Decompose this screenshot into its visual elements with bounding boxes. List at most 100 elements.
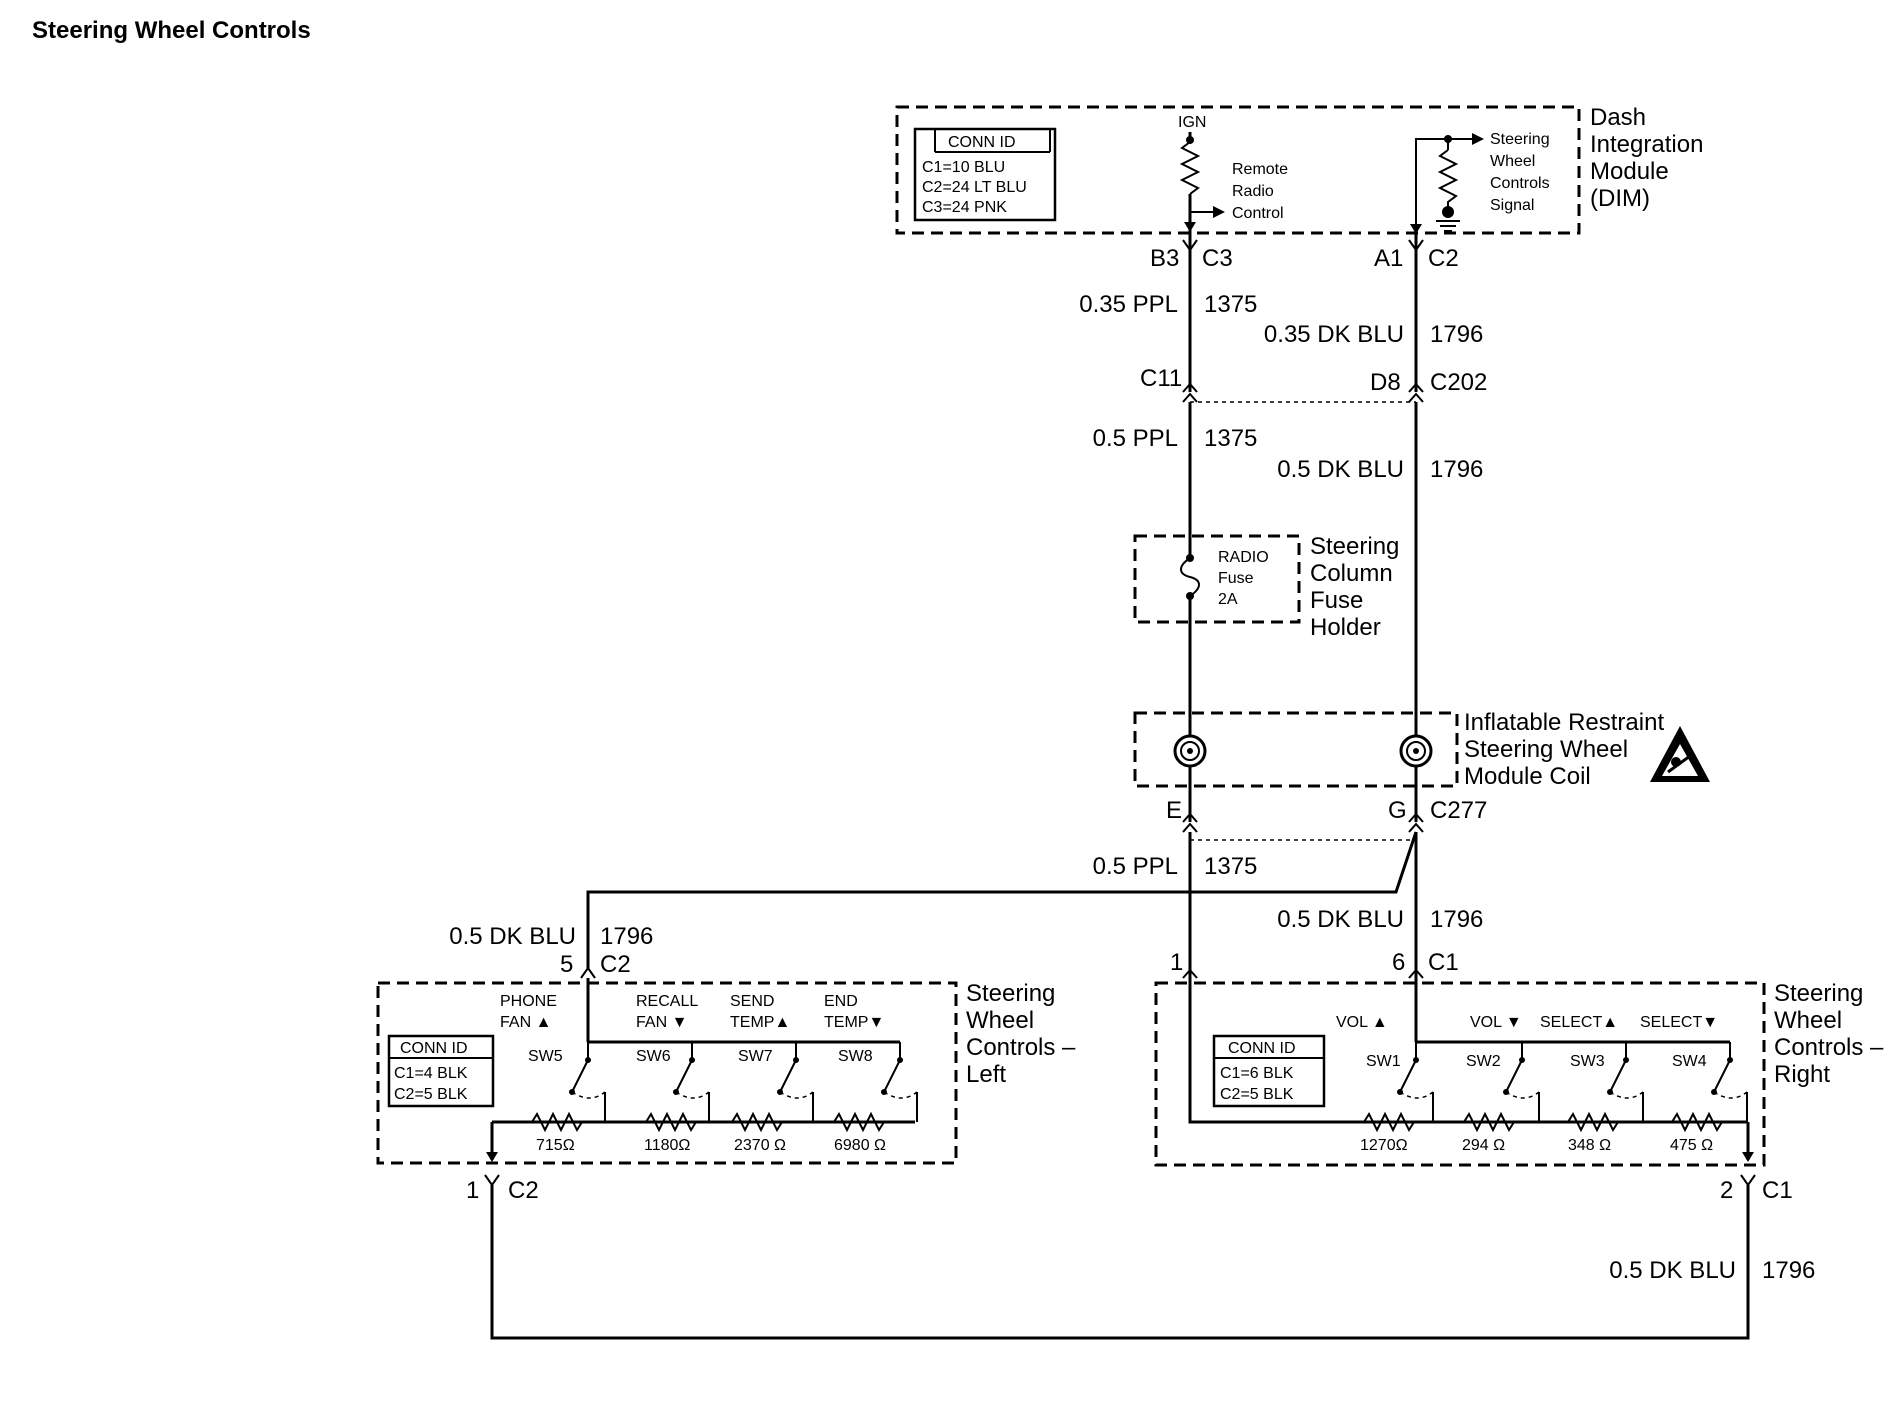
connector-c277-symbol <box>1182 812 1424 841</box>
ground-icon <box>1436 220 1460 232</box>
dim-label-1: Dash <box>1590 104 1646 131</box>
wire-label-w1-circuit: 1375 <box>1204 291 1257 318</box>
remote-arrow-head <box>1213 206 1225 218</box>
remote-down-arrow <box>1184 222 1196 232</box>
left-switch-label-2b: FAN ▼ <box>636 1014 687 1031</box>
coil-spiral-right-icon <box>1399 734 1433 768</box>
connector-right-bottom-symbol <box>1740 1174 1756 1187</box>
right-module-label-2: Wheel <box>1774 1007 1842 1034</box>
right-switch-sw4: SW4 <box>1672 1053 1707 1070</box>
remote-label-3: Control <box>1232 205 1284 222</box>
left-conn-id-header: CONN ID <box>400 1040 468 1057</box>
fuse-holder-label-4: Holder <box>1310 614 1381 641</box>
bottom-loop-wire <box>490 1185 1750 1340</box>
right-resistor-4: 475 Ω <box>1670 1137 1713 1154</box>
remote-resistor-symbol <box>1179 141 1201 195</box>
left-switch-sw5: SW5 <box>528 1048 563 1065</box>
switch-sw1 <box>1397 1042 1434 1122</box>
right-module-boundary <box>1154 981 1766 1167</box>
right-resistor-1: 1270Ω <box>1360 1137 1408 1154</box>
conn-right-bottom-c1: C1 <box>1762 1177 1793 1204</box>
fuse-label-radio: RADIO <box>1218 549 1269 566</box>
fuse-icon <box>1180 557 1200 597</box>
left-resistor-icons <box>531 1111 885 1133</box>
wire-label-w5-size: 0.5 PPL <box>1093 853 1178 880</box>
fuse-label-fuse: Fuse <box>1218 570 1254 587</box>
signal-label-1: Steering <box>1490 131 1550 148</box>
remote-label-2: Radio <box>1232 183 1274 200</box>
right-switch-label-4: SELECT▼ <box>1640 1014 1718 1031</box>
conn-right-pin1-label: 1 <box>1170 949 1183 976</box>
dim-conn-line-3: C3=24 PNK <box>922 199 1007 216</box>
right-resistor-3: 348 Ω <box>1568 1137 1611 1154</box>
left-conn-line-1: C1=4 BLK <box>394 1065 468 1082</box>
airbag-warning-icon <box>1650 726 1710 782</box>
ign-label: IGN <box>1178 114 1206 131</box>
switch-sw4 <box>1711 1042 1748 1122</box>
left-switch-label-2a: RECALL <box>636 993 698 1010</box>
conn-right-pin6-label: 6 <box>1392 949 1405 976</box>
wire-label-w7-circuit: 1796 <box>600 923 653 950</box>
coil-boundary <box>1133 711 1459 788</box>
wire-label-w8-size: 0.5 DK BLU <box>1609 1257 1736 1284</box>
conn-c202-label: C202 <box>1430 369 1487 396</box>
signal-resistor-symbol <box>1437 149 1459 210</box>
left-switch-label-4b: TEMP▼ <box>824 1014 884 1031</box>
left-resistor-4: 6980 Ω <box>834 1137 886 1154</box>
coil-label-2: Steering Wheel <box>1464 736 1628 763</box>
left-resistor-2: 1180Ω <box>644 1137 690 1154</box>
right-conn-line-2: C2=5 BLK <box>1220 1086 1294 1103</box>
left-resistor-3: 2370 Ω <box>734 1137 786 1154</box>
switch-sw6 <box>673 1042 710 1122</box>
wire-label-w1-size: 0.35 PPL <box>1079 291 1178 318</box>
conn-left-bottom-c2: C2 <box>508 1177 539 1204</box>
left-module-label-4: Left <box>966 1061 1006 1088</box>
right-switch-label-1: VOL ▲ <box>1336 1014 1388 1031</box>
conn-c11-label: C11 <box>1140 365 1182 392</box>
right-conn-line-1: C1=6 BLK <box>1220 1065 1294 1082</box>
conn-b3-label: B3 <box>1150 245 1179 272</box>
left-switch-sw8: SW8 <box>838 1048 873 1065</box>
connector-c202-symbol <box>1182 382 1424 403</box>
left-switch-sw6: SW6 <box>636 1048 671 1065</box>
connector-left-c2-symbol <box>580 966 596 979</box>
right-module-label-3: Controls – <box>1774 1034 1884 1061</box>
conn-c3-label: C3 <box>1202 245 1233 272</box>
conn-c277-label: C277 <box>1430 797 1487 824</box>
left-switch-label-3b: TEMP▲ <box>730 1014 790 1031</box>
right-module-label-1: Steering <box>1774 980 1863 1007</box>
dim-label-2: Integration <box>1590 131 1703 158</box>
switch-sw3 <box>1607 1042 1644 1122</box>
wire-label-w3-circuit: 1375 <box>1204 425 1257 452</box>
dim-conn-id-header: CONN ID <box>948 134 1016 151</box>
ground-dot <box>1442 206 1454 218</box>
fuse-holder-label-2: Column <box>1310 560 1393 587</box>
dim-module-boundary <box>895 105 1581 235</box>
conn-e-label: E <box>1166 797 1182 824</box>
wire-label-w4-circuit: 1796 <box>1430 456 1483 483</box>
remote-label-1: Remote <box>1232 161 1288 178</box>
connector-c3-symbol <box>1182 239 1198 252</box>
fuse-holder-label-3: Fuse <box>1310 587 1363 614</box>
wire-label-w6-size: 0.5 DK BLU <box>1277 906 1404 933</box>
right-resistor-2: 294 Ω <box>1462 1137 1505 1154</box>
switch-sw2 <box>1503 1042 1540 1122</box>
left-conn-id-box: CONN ID C1=4 BLK C2=5 BLK <box>387 1034 495 1108</box>
signal-arrow-head <box>1472 133 1484 145</box>
dim-label-3: Module <box>1590 158 1669 185</box>
right-pin1-wire <box>1188 978 1350 1124</box>
wire-label-w3-size: 0.5 PPL <box>1093 425 1178 452</box>
dim-conn-line-1: C1=10 BLU <box>922 159 1005 176</box>
left-resistor-1: 715Ω <box>536 1137 575 1154</box>
right-down-arrow <box>1742 1152 1754 1162</box>
left-switch-sw7: SW7 <box>738 1048 773 1065</box>
right-conn-id-box: CONN ID C1=6 BLK C2=5 BLK <box>1212 1034 1326 1108</box>
left-module-boundary <box>376 981 958 1165</box>
conn-right-c1-label: C1 <box>1428 949 1459 976</box>
left-switch-label-1b: FAN ▲ <box>500 1014 551 1031</box>
left-module-label-2: Wheel <box>966 1007 1034 1034</box>
conn-left-pin-label: 5 <box>560 951 573 978</box>
diagram-title: Steering Wheel Controls <box>32 17 311 44</box>
left-down-arrow <box>486 1152 498 1162</box>
